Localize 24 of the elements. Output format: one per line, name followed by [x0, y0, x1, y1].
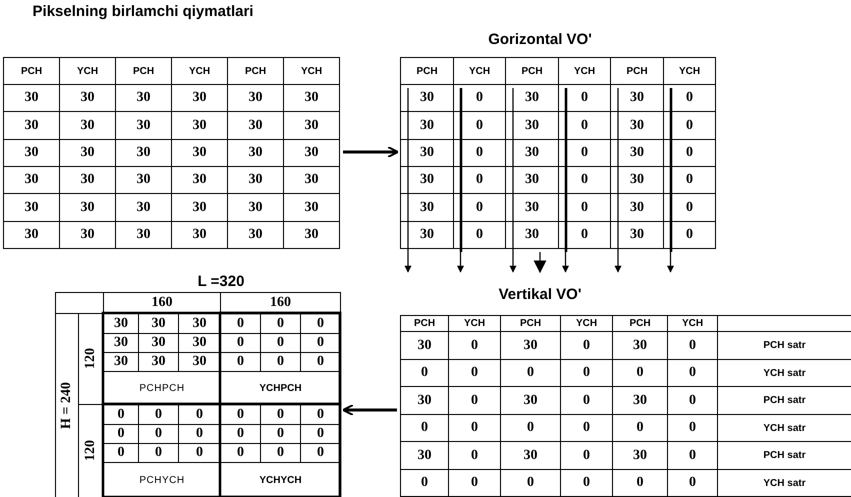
table-title: Gorizontal VO': [487, 32, 593, 47]
arrow: [562, 252, 569, 273]
arrow: [457, 252, 464, 273]
arrow: [667, 252, 674, 273]
table-cell: PCH: [3, 57, 60, 85]
table-title: Vertikal VO': [498, 287, 582, 302]
table-cell: 30: [283, 221, 340, 249]
arrow: [343, 146, 399, 158]
table-cell: 0: [400, 469, 449, 497]
arrow: [534, 252, 546, 274]
table-cell: PCH: [400, 57, 454, 85]
table-cell: 160: [220, 292, 341, 314]
table-cell: 30: [400, 221, 454, 249]
table-cell: PCH: [400, 315, 449, 332]
arrow: [510, 252, 516, 273]
table-cell: 30: [3, 221, 60, 249]
table-cell: YCH: [663, 57, 716, 85]
arrow: [342, 404, 397, 416]
table-cell: 0: [663, 221, 716, 249]
arrow: [404, 252, 412, 273]
table-title: L =320: [196, 274, 246, 289]
table-title: Pikselning birlamchi qiymatlari: [32, 4, 254, 19]
table-cell: YCH: [283, 57, 340, 85]
arrow: [614, 252, 622, 273]
